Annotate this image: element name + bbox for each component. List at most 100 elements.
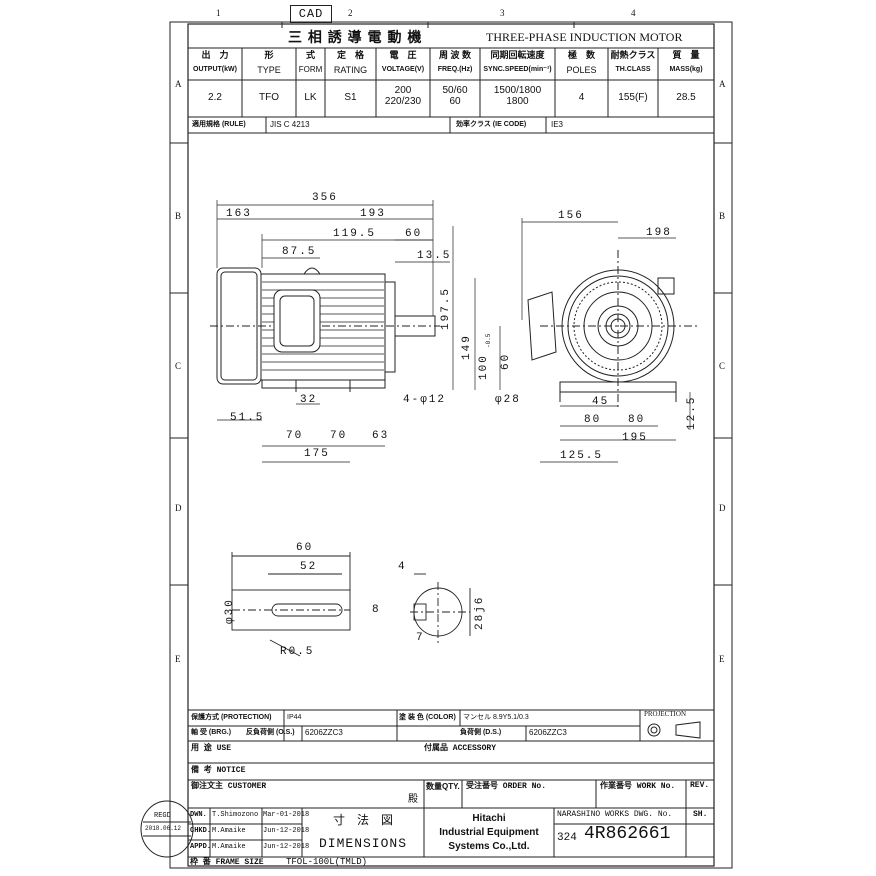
projection-symbol [647,721,701,739]
dim-shaft-phi30: φ30 [224,598,236,624]
chkd-name: M.Amaike [212,827,246,835]
regd-stamp [140,800,194,858]
regd-date: 2018.06.12 [145,825,182,832]
dim-4-phi12: 4-φ12 [403,394,447,406]
dim-32: 32 [300,394,318,406]
shaft-detail [231,552,471,657]
frame-size-label: 枠 番 FRAME SIZE [190,858,264,867]
dwg-prefix: 324 [557,832,577,844]
dim-60-vert: 60 [500,352,512,370]
dim-149: 149 [461,334,473,360]
dim-phi28: φ28 [495,394,521,406]
row-label-left-c: C [175,361,182,371]
protection-label: 保護方式 (PROTECTION) [191,714,272,721]
rev-label: REV. [690,781,710,790]
hdr-en-rating: RATING [333,65,368,75]
brg-ds-value: 6206ZZC3 [529,728,567,737]
projection-label: PROJECTION [644,710,687,718]
hdr-jp-type: 形 [264,50,274,60]
appd-label: APPD. [190,843,212,851]
dwn-label: DWN. [190,811,207,819]
brg-label: 軸 受 (BRG.) [191,729,232,736]
dim-356: 356 [312,192,338,204]
qty-label: 数量QTY. [426,782,460,791]
ie-label: 効率クラス (IE CODE) [456,121,527,128]
chkd-label: CHKD. [190,827,212,835]
company-line-3: Systems Co.,Ltd. [448,841,530,852]
hdr-jp-form: 式 [305,50,315,60]
order-label: 受注番号 ORDER No. [466,782,547,791]
hdr-en-output: OUTPUT(kW) [193,66,237,73]
val-freq: 50/60 60 [442,85,468,107]
hdr-en-form: FORM [298,65,323,74]
dim-45: 45 [592,396,610,408]
brg-ns-value: 6206ZZC3 [305,728,343,737]
row-label-right-c: C [719,361,726,371]
dim-100: 100 [478,354,490,380]
val-mass: 28.5 [676,92,696,103]
val-rating: S1 [344,92,357,103]
row-label-right-e: E [719,654,725,664]
dim-70-b: 70 [330,430,348,442]
dim-70-a: 70 [286,430,304,442]
hdr-jp-freq: 周 波 数 [438,50,471,60]
dwn-date: Mar-01-2018 [263,811,310,819]
dim-key-7: 7 [416,632,425,644]
dim-198: 198 [646,227,672,239]
hdr-en-class: TH.CLASS [615,66,651,73]
ie-value: IE3 [551,120,564,129]
dim-119-5: 119.5 [333,228,377,240]
dim-key-8: 8 [372,604,381,616]
dim-197-5: 197.5 [440,286,452,330]
company-line-1: Hitachi [472,813,506,824]
val-form: LK [304,92,317,103]
hdr-en-poles: POLES [566,65,597,75]
val-speed: 1500/1800 1800 [493,85,542,107]
dim-shaft-60: 60 [296,542,314,554]
col-label-3: 3 [500,8,505,18]
val-type: TFO [259,92,279,103]
appd-date: Jun-12-2018 [263,843,310,851]
hdr-en-speed: SYNC.SPEED(min⁻¹) [483,66,552,73]
hdr-jp-poles: 極 数 [567,50,595,60]
motor-front-view [527,250,700,410]
dim-12-5: 12.5 [686,395,698,430]
hdr-jp-voltage: 電 圧 [389,50,417,60]
work-label: 作業番号 WORK No. [600,782,676,791]
row-label-right-b: B [719,211,726,221]
col-label-2: 2 [348,8,353,18]
hdr-jp-rating: 定 格 [336,50,364,60]
rule-label: 適用規格 (RULE) [192,121,246,128]
dim-60-shaft: 60 [405,228,423,240]
dim-13-5: 13.5 [417,250,452,262]
row-label-left-e: E [175,654,181,664]
dim-63: 63 [372,430,390,442]
dim-80-b: 80 [628,414,646,426]
dim-193: 193 [360,208,386,220]
brg-ns-label: 反負荷側 (O.S.) [246,729,295,736]
inner-frame [187,23,715,867]
outer-frame [169,21,733,869]
title-en: THREE-PHASE INDUCTION MOTOR [486,30,683,44]
color-label: 塗 装 色 (COLOR) [399,714,456,721]
dim-80-a: 80 [584,414,602,426]
cad-badge: CAD [290,5,332,23]
title-jp: 三 相 誘 導 電 動 機 [288,29,423,45]
col-label-1: 1 [216,8,221,18]
accessory-label: 付属品 ACCESSORY [424,744,497,753]
sh-label: SH. [693,810,708,819]
brg-ds-label: 負荷側 (D.S.) [460,729,502,736]
dim-shaft-52: 52 [300,561,318,573]
color-value: マンセル 8.9Y5.1/0.3 [463,714,529,721]
val-class: 155(F) [618,92,648,103]
dimensions-jp: 寸 法 図 [332,813,393,827]
dim-28j6: 28j6 [474,595,486,630]
hdr-en-voltage: VOLTAGE(V) [381,66,425,73]
company-line-2: Industrial Equipment [439,827,539,838]
row-label-left-b: B [175,211,182,221]
hdr-en-type: TYPE [257,65,281,75]
motor-side-view [210,267,440,392]
dimensions-en: DIMENSIONS [318,836,407,851]
protection-value: IP44 [287,714,302,721]
customer-suffix: 殿 [408,794,418,805]
